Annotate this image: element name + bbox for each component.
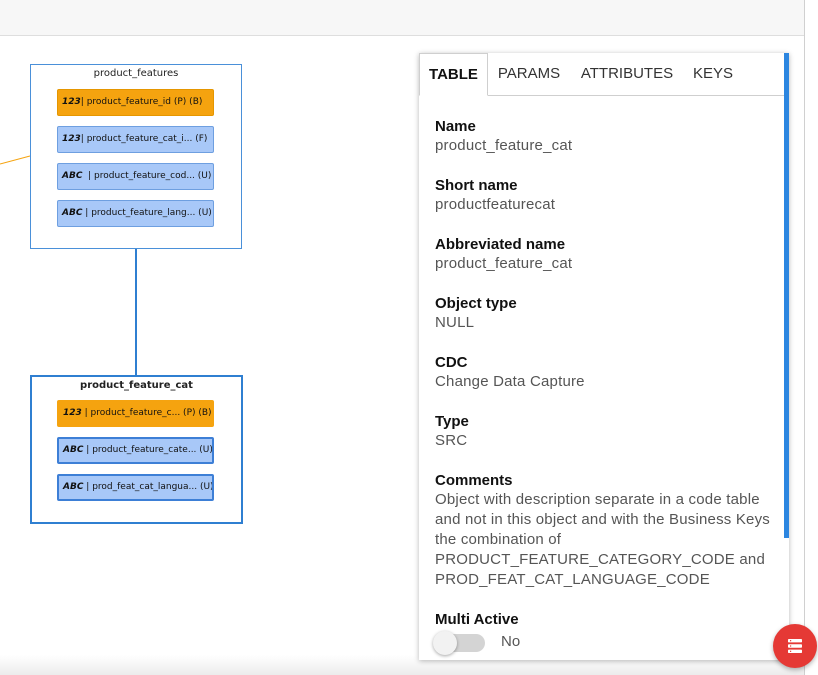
- window-edge: [804, 0, 805, 675]
- field-label: | prod_feat_cat_langua... (U): [83, 482, 214, 492]
- orange-relationship-link: [0, 155, 31, 165]
- field-product-feature-id[interactable]: 123| product_feature_id (P) (B): [57, 89, 214, 116]
- field-type: 123: [62, 134, 81, 144]
- entity-product-feature-cat[interactable]: product_feature_cat 123 | product_featur…: [30, 375, 243, 524]
- prop-value: productfeaturecat: [435, 196, 556, 213]
- field-type: ABC: [62, 171, 83, 181]
- prop-label: Name: [435, 118, 476, 135]
- field-label: | product_feature_lang... (U): [82, 208, 212, 218]
- entity-title: product_feature_cat: [80, 380, 193, 391]
- prop-short-name: Short name productfeaturecat: [435, 176, 775, 215]
- prop-multi-active: Multi Active No: [433, 610, 775, 655]
- field-label: | product_feature_cat_i... (F): [80, 134, 208, 144]
- field-type: ABC: [62, 208, 83, 218]
- field-label: | product_feature_c... (P) (B): [81, 408, 212, 418]
- field-product-feature-cat-id[interactable]: 123| product_feature_cat_i... (F): [57, 126, 214, 153]
- prop-label: Multi Active: [435, 611, 519, 628]
- prop-object-type: Object type NULL: [435, 294, 775, 333]
- properties-list: Name product_feature_cat Short name prod…: [433, 117, 775, 660]
- prop-comments: Comments Object with description separat…: [435, 471, 775, 590]
- entity-product-features[interactable]: product_features 123| product_feature_id…: [30, 64, 242, 249]
- field-label: | product_feature_cate... (U): [83, 445, 213, 455]
- prop-label: Abbreviated name: [435, 236, 566, 253]
- prop-label: Object type: [435, 295, 517, 312]
- tab-keys[interactable]: KEYS: [692, 65, 734, 82]
- field-product-feature-cate[interactable]: ABC | product_feature_cate... (U): [57, 437, 214, 464]
- field-type: 123: [63, 408, 82, 418]
- field-prod-feat-cat-langua[interactable]: ABC | prod_feat_cat_langua... (U): [57, 474, 214, 501]
- field-type: 123: [62, 97, 81, 107]
- prop-value: Object with description separate in a co…: [435, 491, 770, 588]
- prop-name: Name product_feature_cat: [435, 117, 775, 156]
- panel-scrollbar[interactable]: [784, 53, 789, 538]
- list-menu-icon: [788, 639, 802, 653]
- prop-abbreviated-name: Abbreviated name product_feature_cat: [435, 235, 775, 274]
- tab-table[interactable]: TABLE: [419, 53, 488, 96]
- top-toolbar: [0, 0, 804, 36]
- prop-value: product_feature_cat: [435, 255, 573, 272]
- field-type: ABC: [63, 445, 84, 455]
- prop-label: CDC: [435, 354, 468, 371]
- multi-active-toggle[interactable]: No: [433, 631, 775, 655]
- prop-label: Short name: [435, 177, 518, 194]
- prop-type: Type SRC: [435, 412, 775, 451]
- prop-value: SRC: [435, 432, 468, 449]
- tab-params[interactable]: PARAMS: [497, 65, 561, 82]
- field-label: | product_feature_id (P) (B): [80, 97, 203, 107]
- prop-value: product_feature_cat: [435, 137, 573, 154]
- prop-cdc: CDC Change Data Capture: [435, 353, 775, 392]
- field-type: ABC: [63, 482, 84, 492]
- properties-panel: TABLE PARAMS ATTRIBUTES KEYS Name produc…: [419, 53, 789, 660]
- field-product-feature-code[interactable]: ABC | product_feature_cod... (U): [57, 163, 214, 190]
- prop-label: Comments: [435, 472, 513, 489]
- field-label: | product_feature_cod... (U): [82, 171, 212, 181]
- toggle-value: No: [501, 633, 521, 650]
- canvas-bottom-shade: [0, 655, 804, 675]
- field-product-feature-c-pk[interactable]: 123 | product_feature_c... (P) (B): [57, 400, 214, 427]
- toggle-knob[interactable]: [433, 631, 457, 655]
- prop-label: Type: [435, 413, 469, 430]
- prop-value: NULL: [435, 314, 475, 331]
- tab-attributes[interactable]: ATTRIBUTES: [580, 65, 674, 82]
- diagram-links: [0, 155, 137, 375]
- prop-value: Change Data Capture: [435, 373, 585, 390]
- field-product-feature-lang[interactable]: ABC | product_feature_lang... (U): [57, 200, 214, 227]
- entity-title: product_features: [93, 68, 179, 79]
- list-menu-button[interactable]: [773, 624, 817, 668]
- panel-tabs: TABLE PARAMS ATTRIBUTES KEYS: [419, 53, 784, 96]
